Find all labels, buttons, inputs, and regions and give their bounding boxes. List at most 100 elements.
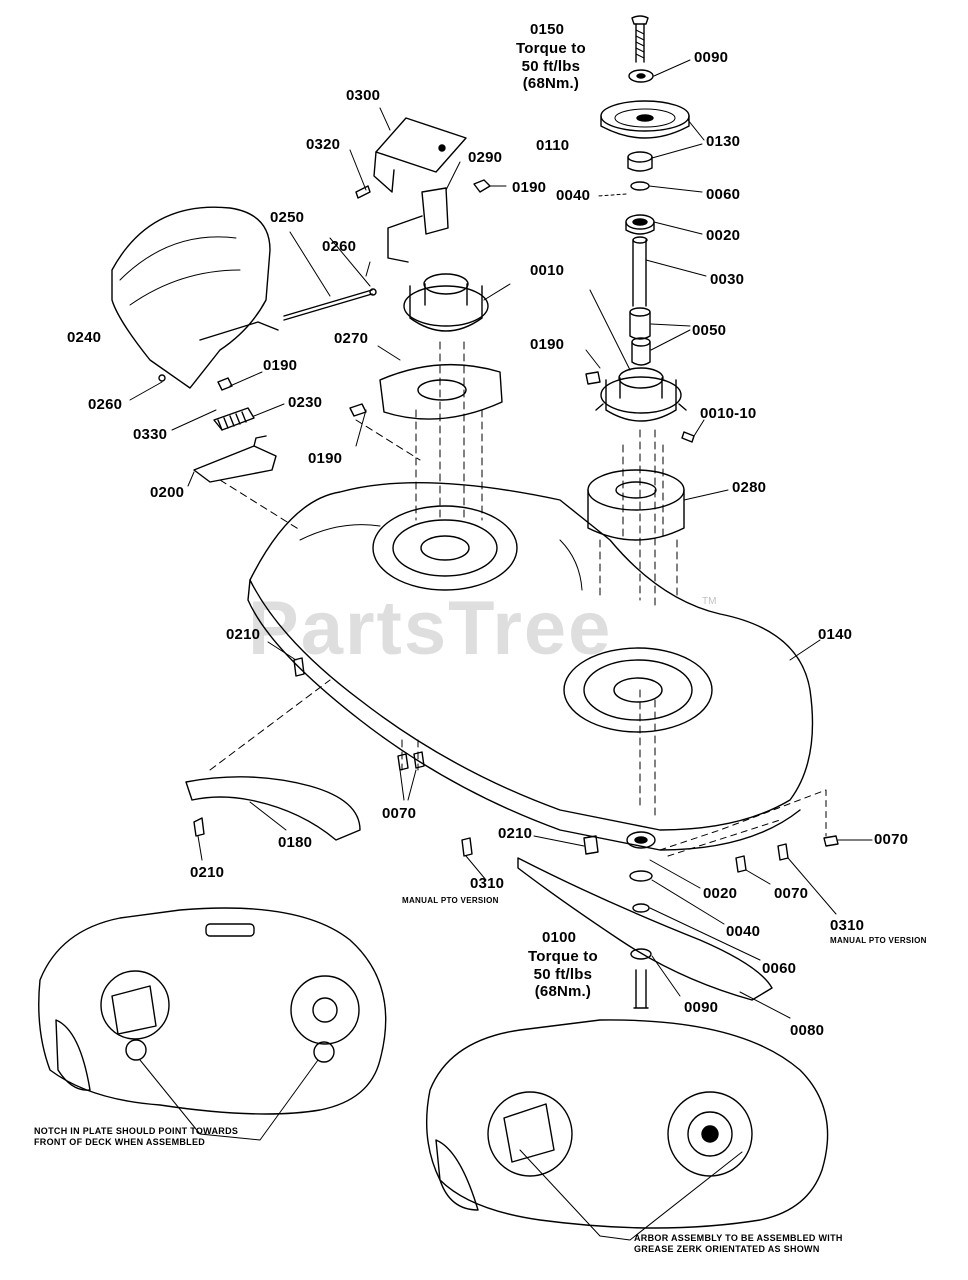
bottom-deck-plate-right [426, 1019, 829, 1229]
baffle-0180 [185, 776, 361, 841]
discharge-chute-0240 [111, 206, 279, 389]
label-0240: 0240 [67, 329, 102, 346]
label-0070-b: 0070 [774, 885, 809, 902]
label-0080: 0080 [790, 1022, 825, 1039]
label-0020-top: 0020 [706, 227, 741, 244]
label-0270: 0270 [334, 330, 369, 347]
label-0250: 0250 [270, 209, 305, 226]
pin-0260-bottom [158, 374, 166, 382]
spacer-plate-0280 [587, 469, 685, 541]
alignment-lines-left [209, 341, 483, 771]
label-0150: 0150 [530, 21, 565, 38]
spindle-housing-0010-left [403, 273, 489, 332]
label-0070-a: 0070 [382, 805, 417, 822]
notch-callout-lines [139, 1059, 319, 1141]
label-0090-top: 0090 [694, 49, 729, 66]
bolt-0100 [633, 969, 649, 1009]
arbor-note: ARBOR ASSEMBLY TO BE ASSEMBLED WITH GREA… [634, 1233, 843, 1255]
torque-note-0100: Torque to 50 ft/lbs (68Nm.) [528, 948, 598, 1001]
zerk-0010-10 [681, 431, 695, 443]
label-0310-b: 0310 [830, 917, 865, 934]
bolts-0070-front [397, 751, 425, 771]
bolt-0320 [355, 185, 371, 199]
alignment-lines-bottom [659, 789, 827, 857]
label-0300: 0300 [346, 87, 381, 104]
note-0310-a: MANUAL PTO VERSION [402, 896, 499, 905]
nut-0190-left [349, 403, 367, 417]
watermark-tm: TM [702, 596, 717, 607]
label-0130: 0130 [706, 133, 741, 150]
bottom-deck-plate-left [38, 907, 387, 1115]
spacer-0130 [627, 151, 653, 172]
spindle-housing-0010-right [595, 367, 687, 422]
label-0190-c: 0190 [263, 357, 298, 374]
label-0320: 0320 [306, 136, 341, 153]
alignment-lines-right [599, 429, 678, 821]
notch-note: NOTCH IN PLATE SHOULD POINT TOWARDS FRON… [34, 1126, 239, 1148]
bolt-0310-front [461, 837, 473, 857]
note-0310-b: MANUAL PTO VERSION [830, 936, 927, 945]
pulley-0110 [600, 100, 690, 139]
label-0280: 0280 [732, 479, 767, 496]
label-0060-top: 0060 [706, 186, 741, 203]
washer-0090-top [628, 69, 654, 83]
label-0050: 0050 [692, 322, 727, 339]
washer-0090-bottom [630, 948, 652, 960]
label-0210-b: 0210 [190, 864, 225, 881]
bolt-0210-right [583, 835, 599, 855]
arbor-callout-lines [519, 1149, 743, 1241]
bolt-0210-upper [293, 657, 305, 677]
label-0090-bottom: 0090 [684, 999, 719, 1016]
label-0260-b: 0260 [88, 396, 123, 413]
label-0140: 0140 [818, 626, 853, 643]
label-0110: 0110 [536, 137, 570, 154]
bolt-0150 [631, 15, 649, 63]
label-0230: 0230 [288, 394, 323, 411]
label-0040-top: 0040 [556, 187, 591, 204]
label-0190-b: 0190 [530, 336, 565, 353]
nut-0190-top [473, 179, 491, 193]
watermark: PartsTree [248, 586, 613, 671]
label-0060-bottom: 0060 [762, 960, 797, 977]
spacers-0050 [629, 307, 651, 366]
bolt-0190-right [585, 371, 601, 385]
gasket-0270 [379, 363, 503, 420]
rod-0250 [283, 289, 373, 321]
leader-lines [129, 59, 873, 1019]
blade-0080 [517, 857, 773, 1001]
label-0040-bottom: 0040 [726, 923, 761, 940]
bracket-0300 [373, 117, 467, 193]
label-0190-d: 0190 [308, 450, 343, 467]
label-0020-bottom: 0020 [703, 885, 738, 902]
shaft-0030 [632, 236, 648, 307]
bracket-0200 [193, 435, 277, 483]
label-0210-a: 0210 [226, 626, 261, 643]
label-0100: 0100 [542, 929, 577, 946]
bolt-0210-left [193, 817, 205, 837]
bracket-0290 [387, 187, 449, 263]
spring-0230 [213, 407, 255, 431]
nut-0190-mid [217, 377, 233, 391]
bearing-0020-bottom [626, 831, 656, 849]
label-0010-10: 0010-10 [700, 405, 757, 422]
label-0260-a: 0260 [322, 238, 357, 255]
washer-0040-bottom [629, 870, 653, 882]
pin-0260-top [369, 288, 377, 296]
ring-0060-top [630, 181, 650, 191]
bolt-0310-right [777, 843, 789, 861]
label-0180: 0180 [278, 834, 313, 851]
torque-note-0150: Torque to 50 ft/lbs (68Nm.) [516, 40, 586, 93]
label-0200: 0200 [150, 484, 185, 501]
label-0310-a: 0310 [470, 875, 505, 892]
label-0330: 0330 [133, 426, 168, 443]
label-0190-a: 0190 [512, 179, 547, 196]
label-0070-c: 0070 [874, 831, 909, 848]
label-0010: 0010 [530, 262, 565, 279]
bearing-0020-top [625, 214, 655, 235]
ring-0060-bottom [632, 903, 650, 913]
label-0030: 0030 [710, 271, 745, 288]
label-0290: 0290 [468, 149, 503, 166]
label-0210-c: 0210 [498, 825, 533, 842]
